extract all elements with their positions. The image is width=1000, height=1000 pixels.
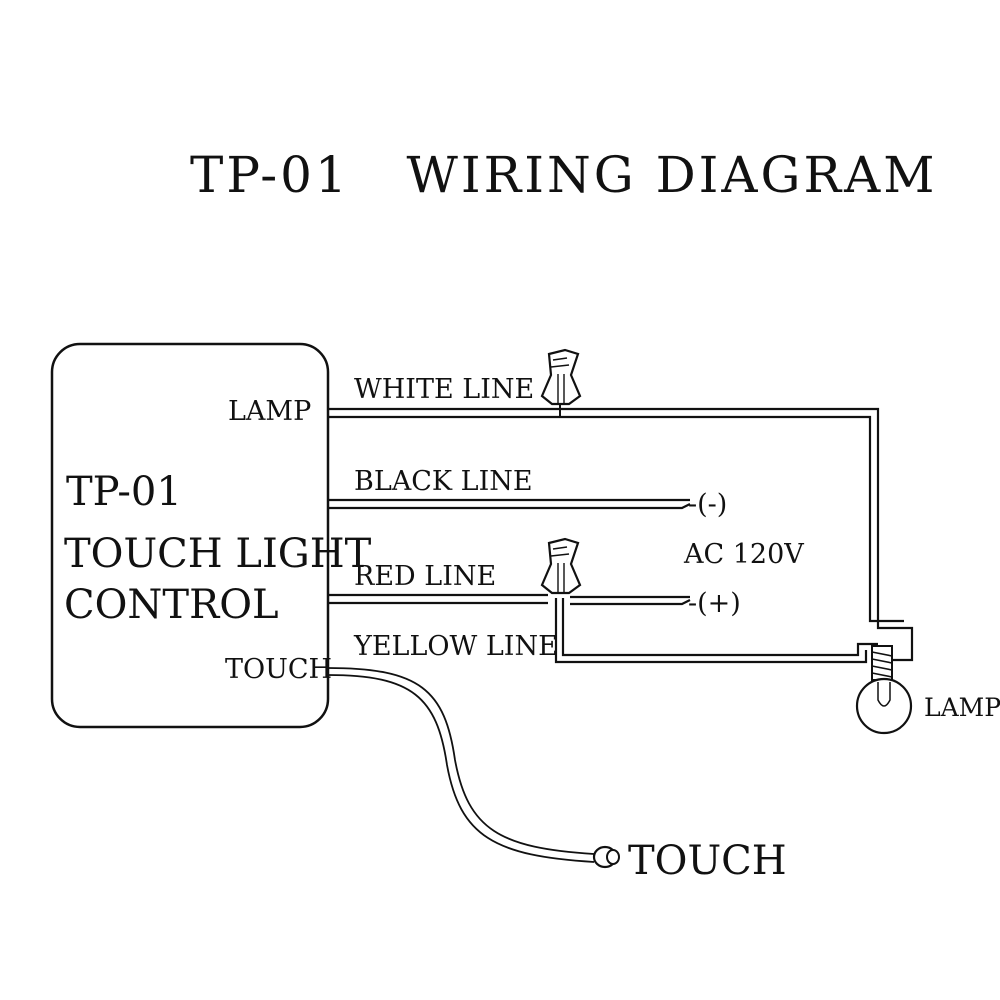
module-touch-port-label: TOUCH <box>225 654 332 685</box>
diagram-title: TP-01 WIRING DIAGRAM <box>190 146 937 204</box>
lamp-bulb-icon <box>855 645 913 735</box>
module-description-line1: TOUCH LIGHT <box>64 531 372 577</box>
red-line-wire <box>328 593 878 664</box>
module-description-line2: CONTROL <box>64 582 279 628</box>
module-name: TP-01 <box>66 469 182 515</box>
white-line-wire <box>328 407 914 662</box>
lamp-label: LAMP <box>924 693 1000 722</box>
black-line-label: BLACK LINE <box>354 466 533 497</box>
ac-minus-terminal: -(-) <box>688 489 727 520</box>
touch-label: TOUCH <box>628 838 787 884</box>
white-wire-connector <box>540 348 582 417</box>
yellow-line-label: YELLOW LINE <box>353 631 558 662</box>
touch-terminal-icon <box>592 845 620 869</box>
module-box <box>50 342 330 729</box>
module-lamp-port-label: LAMP <box>228 396 311 427</box>
yellow-line-wire <box>327 667 595 863</box>
red-line-label: RED LINE <box>354 561 496 592</box>
ac-plus-terminal: -(+) <box>688 588 741 619</box>
ac-voltage-label: AC 120V <box>683 539 804 570</box>
white-line-label: WHITE LINE <box>354 374 534 405</box>
black-line-wire <box>328 498 691 510</box>
red-wire-connector <box>540 537 582 595</box>
